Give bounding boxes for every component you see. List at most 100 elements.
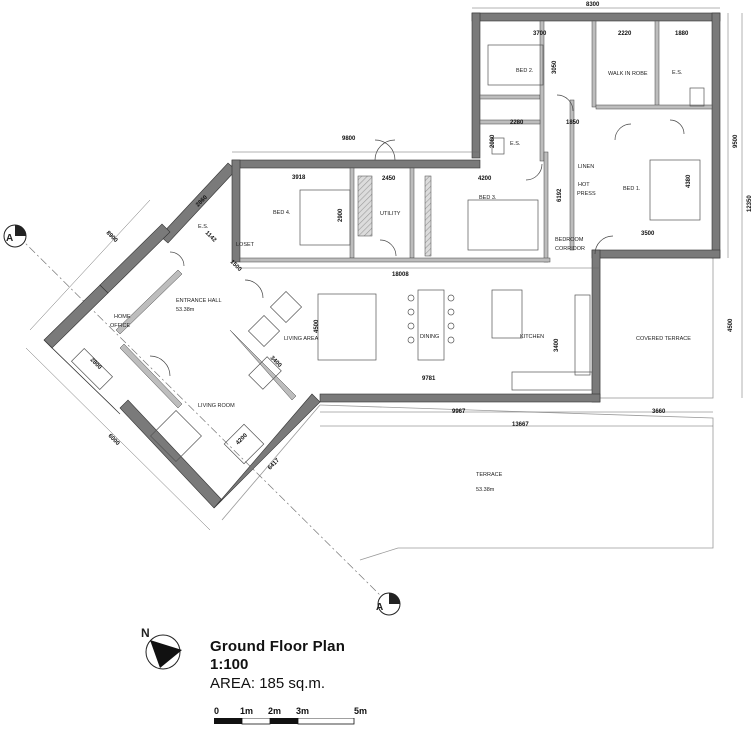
dim-6417: 6417 xyxy=(267,457,281,471)
room-label-es-left: E.S. xyxy=(198,224,209,230)
sofa xyxy=(317,293,377,361)
scale-tick-1m: 1m xyxy=(240,706,254,716)
dim-4200b: 4200 xyxy=(235,432,249,446)
dim-4200: 4200 xyxy=(478,176,492,182)
room-label-office: OFFICE xyxy=(110,323,130,329)
door-swings xyxy=(149,94,685,377)
dim-18008: 18008 xyxy=(392,272,409,278)
room-label-terrace-area: 53.38m xyxy=(476,487,495,493)
room-label-loset: LOSET xyxy=(236,242,255,248)
room-label-home: HOME xyxy=(114,314,131,320)
room-label-bed3: BED 3. xyxy=(479,195,497,201)
dim-4500b: 4500 xyxy=(728,318,734,332)
room-label-hot: HOT xyxy=(578,182,590,188)
room-label-bed2: BED 2. xyxy=(516,68,534,74)
room-label-corridor1: BEDROOM xyxy=(555,237,584,243)
furniture xyxy=(70,44,705,465)
room-label-entrance: ENTRANCE HALL xyxy=(176,298,222,304)
living-room-table xyxy=(248,356,282,390)
dim-8900: 8900 xyxy=(105,230,119,244)
scale-tick-2m: 2m xyxy=(268,706,282,716)
section-marker-label: A xyxy=(376,602,383,613)
dim-3050: 3050 xyxy=(552,60,558,74)
kitchen-side-counter xyxy=(574,294,591,376)
dim-4500a: 4500 xyxy=(314,319,320,333)
north-arrow: N xyxy=(141,626,182,670)
room-label-bed4: BED 4. xyxy=(273,210,291,216)
scale-tick-5m: 5m xyxy=(354,706,368,716)
north-label: N xyxy=(141,626,150,640)
section-marker-top: A xyxy=(3,224,27,248)
room-label-living-room: LIVING ROOM xyxy=(198,403,235,409)
dim-4380: 4380 xyxy=(686,174,692,188)
wc-es-top xyxy=(689,87,705,107)
dim-3918: 3918 xyxy=(292,175,306,181)
interior-walls xyxy=(115,20,713,409)
room-label-living-area: LIVING AREA xyxy=(284,336,319,342)
plan-scale: 1:100 xyxy=(210,656,249,673)
terrace-outline xyxy=(221,404,714,561)
room-label-walk-in-robe: WALK IN ROBE xyxy=(608,71,648,77)
scale-tick-0: 0 xyxy=(214,706,220,716)
armchair xyxy=(247,314,281,348)
bed-3-furniture xyxy=(467,199,539,251)
dim-9967: 9967 xyxy=(452,409,466,415)
room-label-es-top: E.S. xyxy=(672,70,683,76)
armchair xyxy=(269,290,303,324)
dim-3400b: 3400 xyxy=(269,355,283,369)
exterior-walls xyxy=(43,12,721,509)
scale-bar-graphic xyxy=(214,718,355,725)
dim-6192: 6192 xyxy=(557,188,563,202)
plan-legend: Ground Floor Plan 1:100 AREA: 185 sq.m. xyxy=(210,638,345,694)
dim-2220: 2220 xyxy=(618,31,632,37)
dim-13667: 13667 xyxy=(512,422,529,428)
dim-8300: 8300 xyxy=(586,2,600,8)
room-label-kitchen: KITCHEN xyxy=(520,334,544,340)
dim-1880: 1880 xyxy=(675,31,689,37)
room-label-press: PRESS xyxy=(577,191,596,197)
living-room-chair xyxy=(223,423,265,465)
covered-terrace-outline xyxy=(599,257,714,399)
dim-1850: 1850 xyxy=(566,120,580,126)
dim-2450: 2450 xyxy=(382,176,396,182)
section-marker-label: A xyxy=(6,233,13,244)
room-label-corridor2: CORRIDOR xyxy=(555,246,585,252)
room-label-utility: UTILITY xyxy=(380,211,401,217)
dim-3700: 3700 xyxy=(533,31,547,37)
kitchen-island xyxy=(491,289,523,339)
dim-9800: 9800 xyxy=(342,136,356,142)
room-label-es-mid: E.S. xyxy=(510,141,521,147)
bed-1-furniture xyxy=(649,159,701,221)
dim-12350: 12350 xyxy=(747,195,752,212)
office-desk xyxy=(70,347,114,391)
area-label: AREA: xyxy=(210,675,256,692)
dim-6000: 6000 xyxy=(107,433,121,447)
dim-3400a: 3400 xyxy=(554,338,560,352)
dim-2800: 2800 xyxy=(89,357,103,371)
plan-title: Ground Floor Plan xyxy=(210,638,346,655)
dim-3500: 3500 xyxy=(641,231,655,237)
scale-bar: 0 1m 2m 3m 5m xyxy=(210,706,370,726)
dim-2080: 2080 xyxy=(490,134,496,148)
room-label-entrance-area: 53.38m xyxy=(176,307,195,313)
section-marker-bottom: A xyxy=(376,592,401,616)
dim-3660: 3660 xyxy=(652,409,666,415)
kitchen-counter xyxy=(511,371,593,391)
dim-2280: 2280 xyxy=(510,120,524,126)
room-labels: BED 2. WALK IN ROBE E.S. E.S. LINEN HOT … xyxy=(110,68,691,493)
dining-table xyxy=(417,289,445,361)
dim-9781: 9781 xyxy=(422,376,436,382)
living-room-sofa xyxy=(150,410,202,462)
dimension-lines xyxy=(25,7,743,531)
bed-4-furniture xyxy=(299,189,351,246)
dim-1142: 1142 xyxy=(204,230,218,244)
dim-9500: 9500 xyxy=(733,134,739,148)
wc-es xyxy=(491,137,505,155)
section-line xyxy=(17,235,386,601)
plan-area: AREA: 185 sq.m. xyxy=(210,674,345,694)
dim-2900: 2900 xyxy=(338,208,344,222)
room-label-linen: LINEN xyxy=(578,164,594,170)
area-value: 185 sq.m. xyxy=(259,675,326,692)
room-label-bed1: BED 1. xyxy=(623,186,641,192)
